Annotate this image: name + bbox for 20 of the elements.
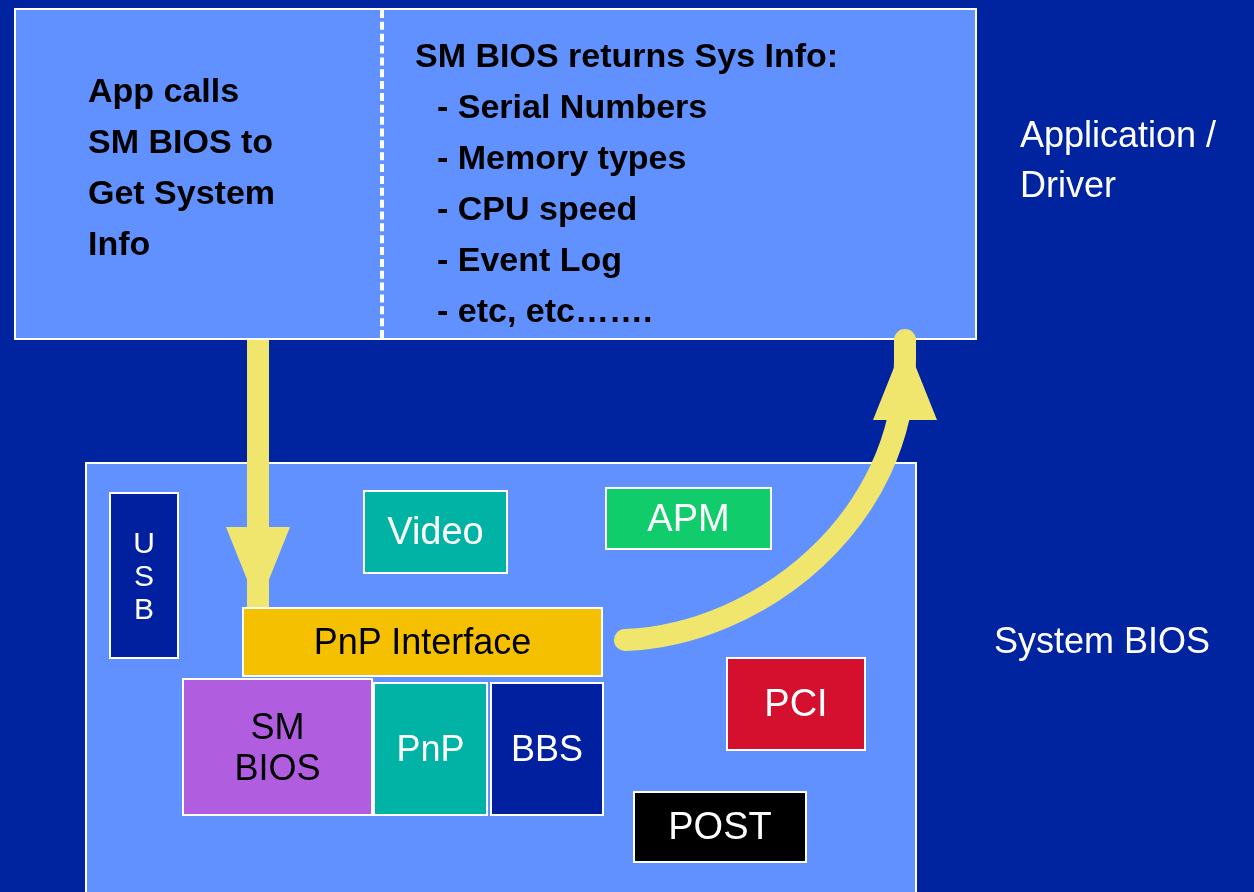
request-text: App calls SM BIOS to Get System Info <box>88 70 277 264</box>
list-item: - etc, etc……. <box>436 290 654 331</box>
layer-label: Application / Driver <box>1020 113 1218 207</box>
list-item: - Serial Numbers <box>436 86 709 127</box>
list-item: - Memory types <box>436 137 688 178</box>
module-box: POST <box>633 791 807 863</box>
module-box: SM BIOS <box>182 678 373 816</box>
module-box: APM <box>605 487 772 550</box>
module-box: PnP <box>373 682 488 816</box>
list-item: - Event Log <box>436 239 624 280</box>
module-box: Video <box>363 490 508 574</box>
arrow <box>614 329 937 651</box>
module-box: PnP Interface <box>242 607 603 677</box>
list-item: - CPU speed <box>436 188 639 229</box>
module-box: USB <box>109 492 179 659</box>
module-box: PCI <box>726 657 866 751</box>
response-heading: SM BIOS returns Sys Info: <box>415 35 839 76</box>
arrow <box>226 340 290 607</box>
module-box: BBS <box>490 682 604 816</box>
layer-label: System BIOS <box>994 619 1212 663</box>
